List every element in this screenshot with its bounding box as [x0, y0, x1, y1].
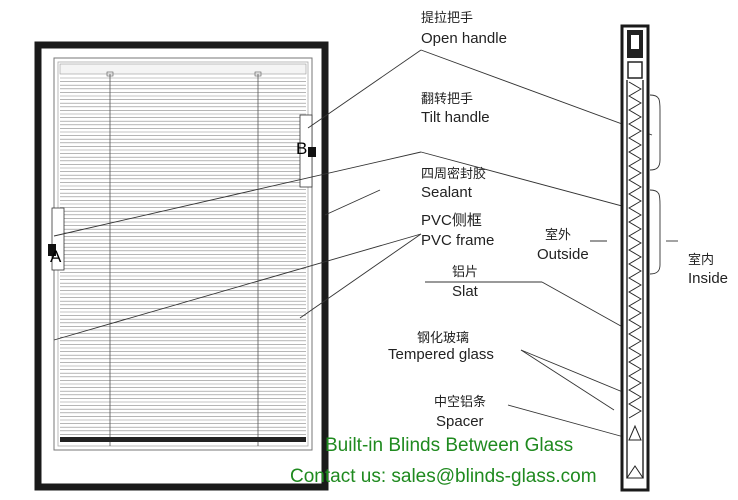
spacer-label-zh: 中空铝条 [434, 394, 486, 410]
slat-label-en: Slat [452, 283, 479, 300]
cord-clip-right [254, 71, 262, 77]
outside-label-en: Outside [537, 246, 589, 263]
marker-a: A [50, 247, 62, 266]
sealant-label-zh: 四周密封胶 [421, 166, 486, 182]
open-handle-knob [48, 244, 56, 256]
tilt-handle-label-zh: 翻转把手 [421, 92, 473, 107]
pvc-frame-label-en: PVC frame [421, 232, 494, 249]
footer-title: Built-in Blinds Between Glass [325, 435, 573, 456]
open-handle-label-zh: 提拉把手 [421, 10, 473, 26]
cross-section [620, 24, 661, 492]
window-outer-frame [34, 41, 329, 491]
tilt-handle-label-en: Tilt handle [421, 109, 490, 126]
cord-clip-left [106, 71, 114, 77]
bottom-rail [60, 437, 306, 442]
tempered-glass-label-en: Tempered glass [388, 346, 494, 363]
tilt-handle-knob [308, 147, 316, 157]
spacer-label-en: Spacer [436, 413, 484, 430]
footer-contact: Contact us: sales@blinds-glass.com [290, 466, 597, 487]
open-handle-label-en: Open handle [421, 30, 507, 47]
tempered-glass-label-zh: 钢化玻璃 [417, 331, 469, 346]
slat-zigzag [628, 81, 642, 419]
slat-label-zh: 铝片 [452, 265, 478, 280]
sealant-label-en: Sealant [421, 184, 473, 201]
pvc-frame-label-zh: PVC侧框 [421, 212, 482, 229]
marker-b: B [296, 139, 307, 158]
leader-lines [53, 49, 678, 438]
blind-slats [60, 77, 306, 435]
inside-label-zh: 室内 [688, 252, 714, 268]
outside-label-zh: 室外 [545, 227, 571, 243]
inside-label-en: Inside [688, 270, 728, 287]
head-rail [59, 63, 307, 75]
